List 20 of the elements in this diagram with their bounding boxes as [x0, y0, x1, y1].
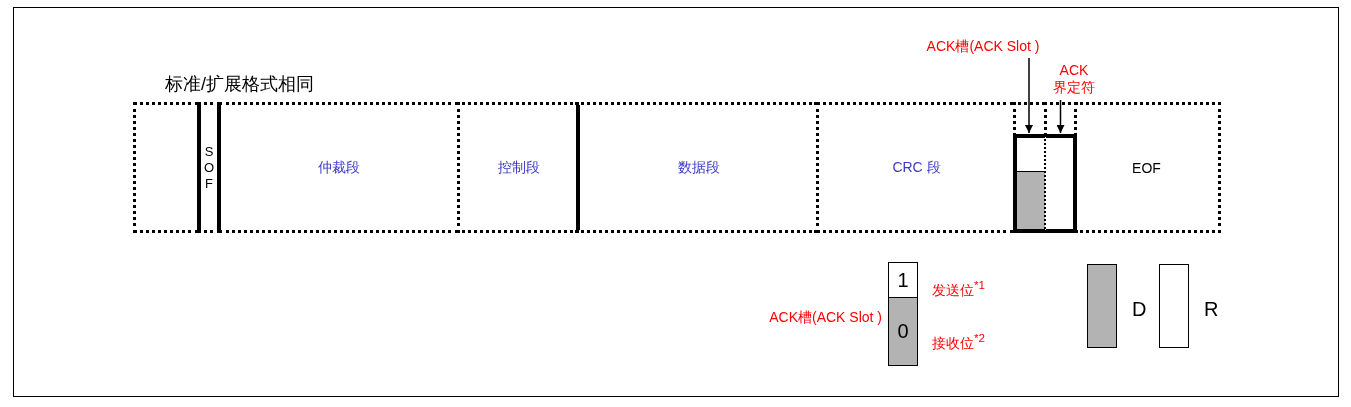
- legend-text: R: [1204, 298, 1219, 321]
- legend-text: D: [1132, 298, 1147, 321]
- slot-label: ACK槽(ACK Slot ): [768, 309, 882, 327]
- frame-field: [133, 102, 199, 233]
- frame-field: 控制段: [457, 102, 578, 233]
- frame-field: CRC 段: [816, 102, 1014, 233]
- frame-field: EOF: [1075, 102, 1221, 233]
- frame-field: 仲裁段: [219, 102, 458, 233]
- ack-slot-box: [1013, 134, 1045, 233]
- ack-delimiter-box: [1044, 134, 1077, 233]
- sof-field: SOF: [197, 102, 221, 233]
- title: 标准/扩展格式相同: [165, 73, 314, 96]
- bit-label: 发送位$^{*1}$: [932, 278, 986, 300]
- arrow: [1025, 57, 1033, 134]
- frame-field: 数据段: [576, 102, 817, 233]
- bit-box: 0: [888, 297, 918, 366]
- callout-text: ACK槽(ACK Slot ): [918, 36, 1048, 56]
- bit-label: 接收位$^{*2}$: [932, 331, 986, 353]
- arrow: [1056, 99, 1065, 134]
- callout-text: ACK 界定符: [1052, 60, 1096, 98]
